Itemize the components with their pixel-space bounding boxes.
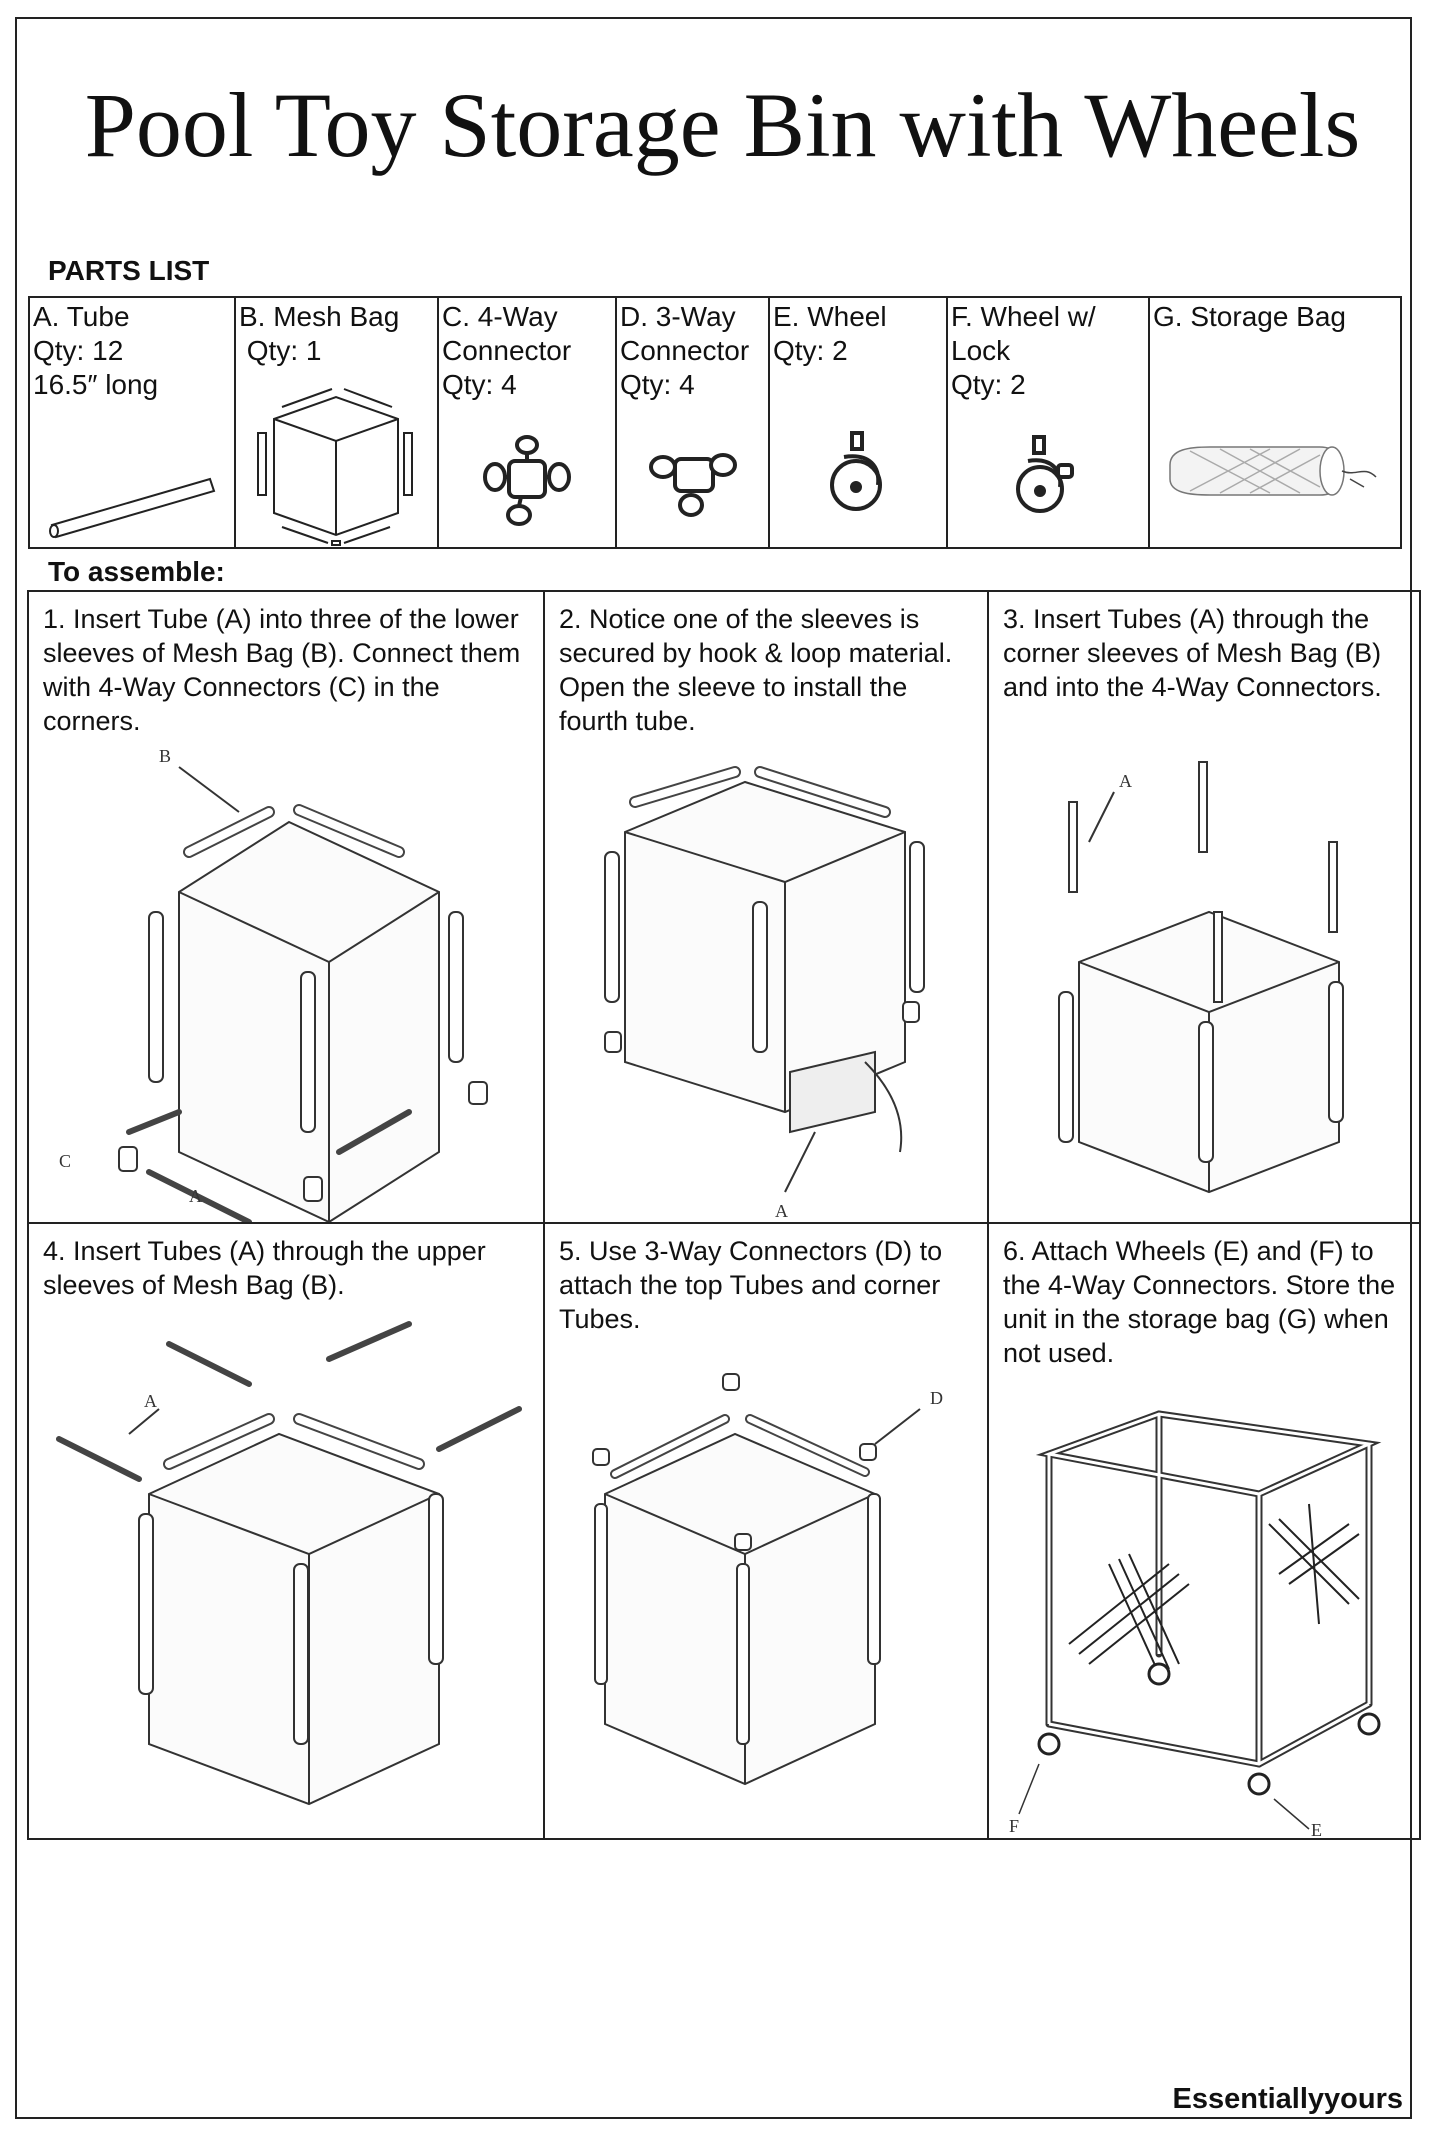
part-cell-wheel: E. Wheel Qty: 2 bbox=[770, 298, 948, 547]
step-6: 6. Attach Wheels (E) and (F) to the 4-Wa… bbox=[989, 1224, 1419, 1838]
step-3-text: 3. Insert Tubes (A) through the corner s… bbox=[1003, 604, 1382, 702]
brand-logo-text: Essentiallyyours bbox=[1172, 2083, 1404, 2115]
step-1-illustration: B C A bbox=[59, 746, 488, 1222]
part-name: B. Mesh Bag bbox=[239, 301, 400, 332]
step-1: 1. Insert Tube (A) into three of the low… bbox=[29, 592, 545, 1224]
step-6-illustration: F E bbox=[1009, 1410, 1382, 1838]
step-5-text: 5. Use 3-Way Connectors (D) to attach th… bbox=[559, 1236, 943, 1334]
step-4-illustration: A bbox=[56, 1321, 522, 1806]
part-cell-wheel-with-lock: F. Wheel w/ Lock Qty: 2 bbox=[948, 298, 1150, 547]
step-1-text: 1. Insert Tube (A) into three of the low… bbox=[43, 604, 521, 736]
tube-icon bbox=[49, 477, 216, 539]
part-length: 16.5″ long bbox=[33, 369, 159, 400]
step-2: 2. Notice one of the sleeves is secured … bbox=[545, 592, 989, 1224]
part-qty: Qty: 2 bbox=[773, 335, 848, 366]
part-qty: Qty: 1 bbox=[239, 335, 322, 366]
part-name: D. 3-Way Connector bbox=[620, 301, 750, 366]
part-qty: Qty: 2 bbox=[951, 369, 1026, 400]
part-cell-3way-connector: D. 3-Way Connector Qty: 4 bbox=[617, 298, 770, 547]
part-qty: Qty: 4 bbox=[442, 369, 517, 400]
step-3: 3. Insert Tubes (A) through the corner s… bbox=[989, 592, 1419, 1224]
page-title: Pool Toy Storage Bin with Wheels bbox=[84, 74, 1361, 176]
step-4: 4. Insert Tubes (A) through the upper sl… bbox=[29, 1224, 545, 1838]
callout-label: E bbox=[1311, 1820, 1322, 1838]
storage-bag-icon bbox=[1169, 446, 1377, 496]
part-qty: Qty: 12 bbox=[33, 335, 124, 366]
callout-label: B bbox=[159, 746, 171, 766]
callout-label: A bbox=[144, 1391, 157, 1411]
callout-label: A bbox=[775, 1201, 788, 1221]
part-cell-storage-bag: G. Storage Bag bbox=[1150, 298, 1400, 547]
part-name: E. Wheel bbox=[773, 301, 887, 332]
step-6-text: 6. Attach Wheels (E) and (F) to the 4-Wa… bbox=[1003, 1236, 1396, 1368]
step-2-illustration: A bbox=[604, 766, 925, 1221]
step-3-illustration: A bbox=[1058, 761, 1344, 1194]
assembly-steps: 1. Insert Tube (A) into three of the low… bbox=[27, 590, 1421, 1840]
step-5: 5. Use 3-Way Connectors (D) to attach th… bbox=[545, 1224, 989, 1838]
part-name: G. Storage Bag bbox=[1153, 301, 1347, 332]
callout-label: D bbox=[930, 1388, 943, 1408]
wheel-icon bbox=[830, 431, 882, 511]
part-name: A. Tube bbox=[33, 301, 130, 332]
callout-label: C bbox=[59, 1151, 71, 1171]
callout-label: A bbox=[189, 1186, 202, 1206]
step-2-text: 2. Notice one of the sleeves is secured … bbox=[559, 604, 953, 736]
assemble-heading: To assemble: bbox=[48, 556, 225, 587]
four-way-connector-icon bbox=[483, 435, 571, 526]
step-4-text: 4. Insert Tubes (A) through the upper sl… bbox=[43, 1236, 486, 1300]
three-way-connector-icon bbox=[649, 453, 737, 517]
mesh-bag-icon bbox=[257, 388, 413, 546]
callout-label: F bbox=[1009, 1816, 1019, 1836]
parts-table: A. Tube Qty: 12 16.5″ long B. Mesh Bag Q… bbox=[28, 296, 1402, 549]
parts-list-heading: PARTS LIST bbox=[48, 255, 210, 286]
step-5-illustration: D bbox=[592, 1373, 943, 1786]
part-cell-4way-connector: C. 4-Way Connector Qty: 4 bbox=[439, 298, 617, 547]
part-name: C. 4-Way Connector bbox=[442, 301, 572, 366]
locking-wheel-icon bbox=[1016, 435, 1074, 513]
part-name: F. Wheel w/ Lock bbox=[951, 301, 1096, 366]
part-cell-tube: A. Tube Qty: 12 16.5″ long bbox=[30, 298, 236, 547]
callout-label: A bbox=[1119, 771, 1132, 791]
part-qty: Qty: 4 bbox=[620, 369, 695, 400]
part-cell-mesh-bag: B. Mesh Bag Qty: 1 bbox=[236, 298, 439, 547]
page-frame bbox=[15, 17, 1412, 2119]
